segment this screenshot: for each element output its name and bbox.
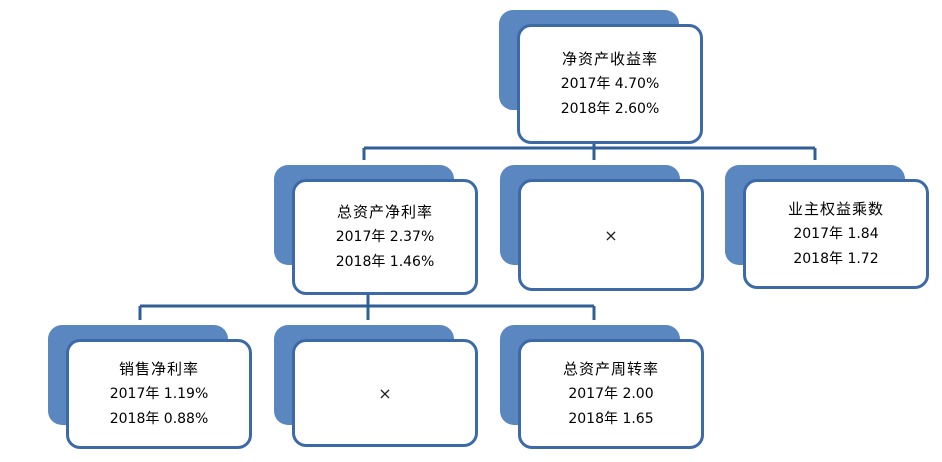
node-value-2018: 2018年 1.65: [568, 410, 654, 427]
node-value-2017: 2017年 1.19%: [109, 385, 209, 402]
node-card: 总资产净利率 2017年 2.37% 2018年 1.46%: [292, 179, 478, 295]
node-value-2018: 2018年 2.60%: [560, 100, 660, 117]
multiply-symbol: ×: [378, 383, 392, 403]
node-value-2017: 2017年 2.00: [568, 385, 654, 402]
node-value-2018: 2018年 1.46%: [335, 253, 435, 270]
node-value-2018: 2018年 1.72: [793, 250, 879, 267]
node-card: 净资产收益率 2017年 4.70% 2018年 2.60%: [517, 24, 703, 144]
node-card: ×: [518, 179, 704, 291]
connector-roa-to-level3: [138, 292, 596, 320]
node-title: 总资产周转率: [562, 359, 659, 378]
node-title: 净资产收益率: [561, 49, 658, 68]
node-card: ×: [292, 339, 478, 447]
multiply-symbol: ×: [604, 225, 618, 245]
node-card: 销售净利率 2017年 1.19% 2018年 0.88%: [66, 339, 252, 449]
node-card: 业主权益乘数 2017年 1.84 2018年 1.72: [743, 179, 929, 289]
node-title: 总资产净利率: [336, 202, 433, 221]
node-value-2017: 2017年 4.70%: [560, 75, 660, 92]
node-value-2017: 2017年 2.37%: [335, 228, 435, 245]
node-value-2018: 2018年 0.88%: [109, 410, 209, 427]
node-title: 销售净利率: [118, 359, 199, 378]
node-card: 总资产周转率 2017年 2.00 2018年 1.65: [518, 339, 704, 449]
node-value-2017: 2017年 1.84: [793, 225, 879, 242]
node-title: 业主权益乘数: [787, 199, 884, 218]
